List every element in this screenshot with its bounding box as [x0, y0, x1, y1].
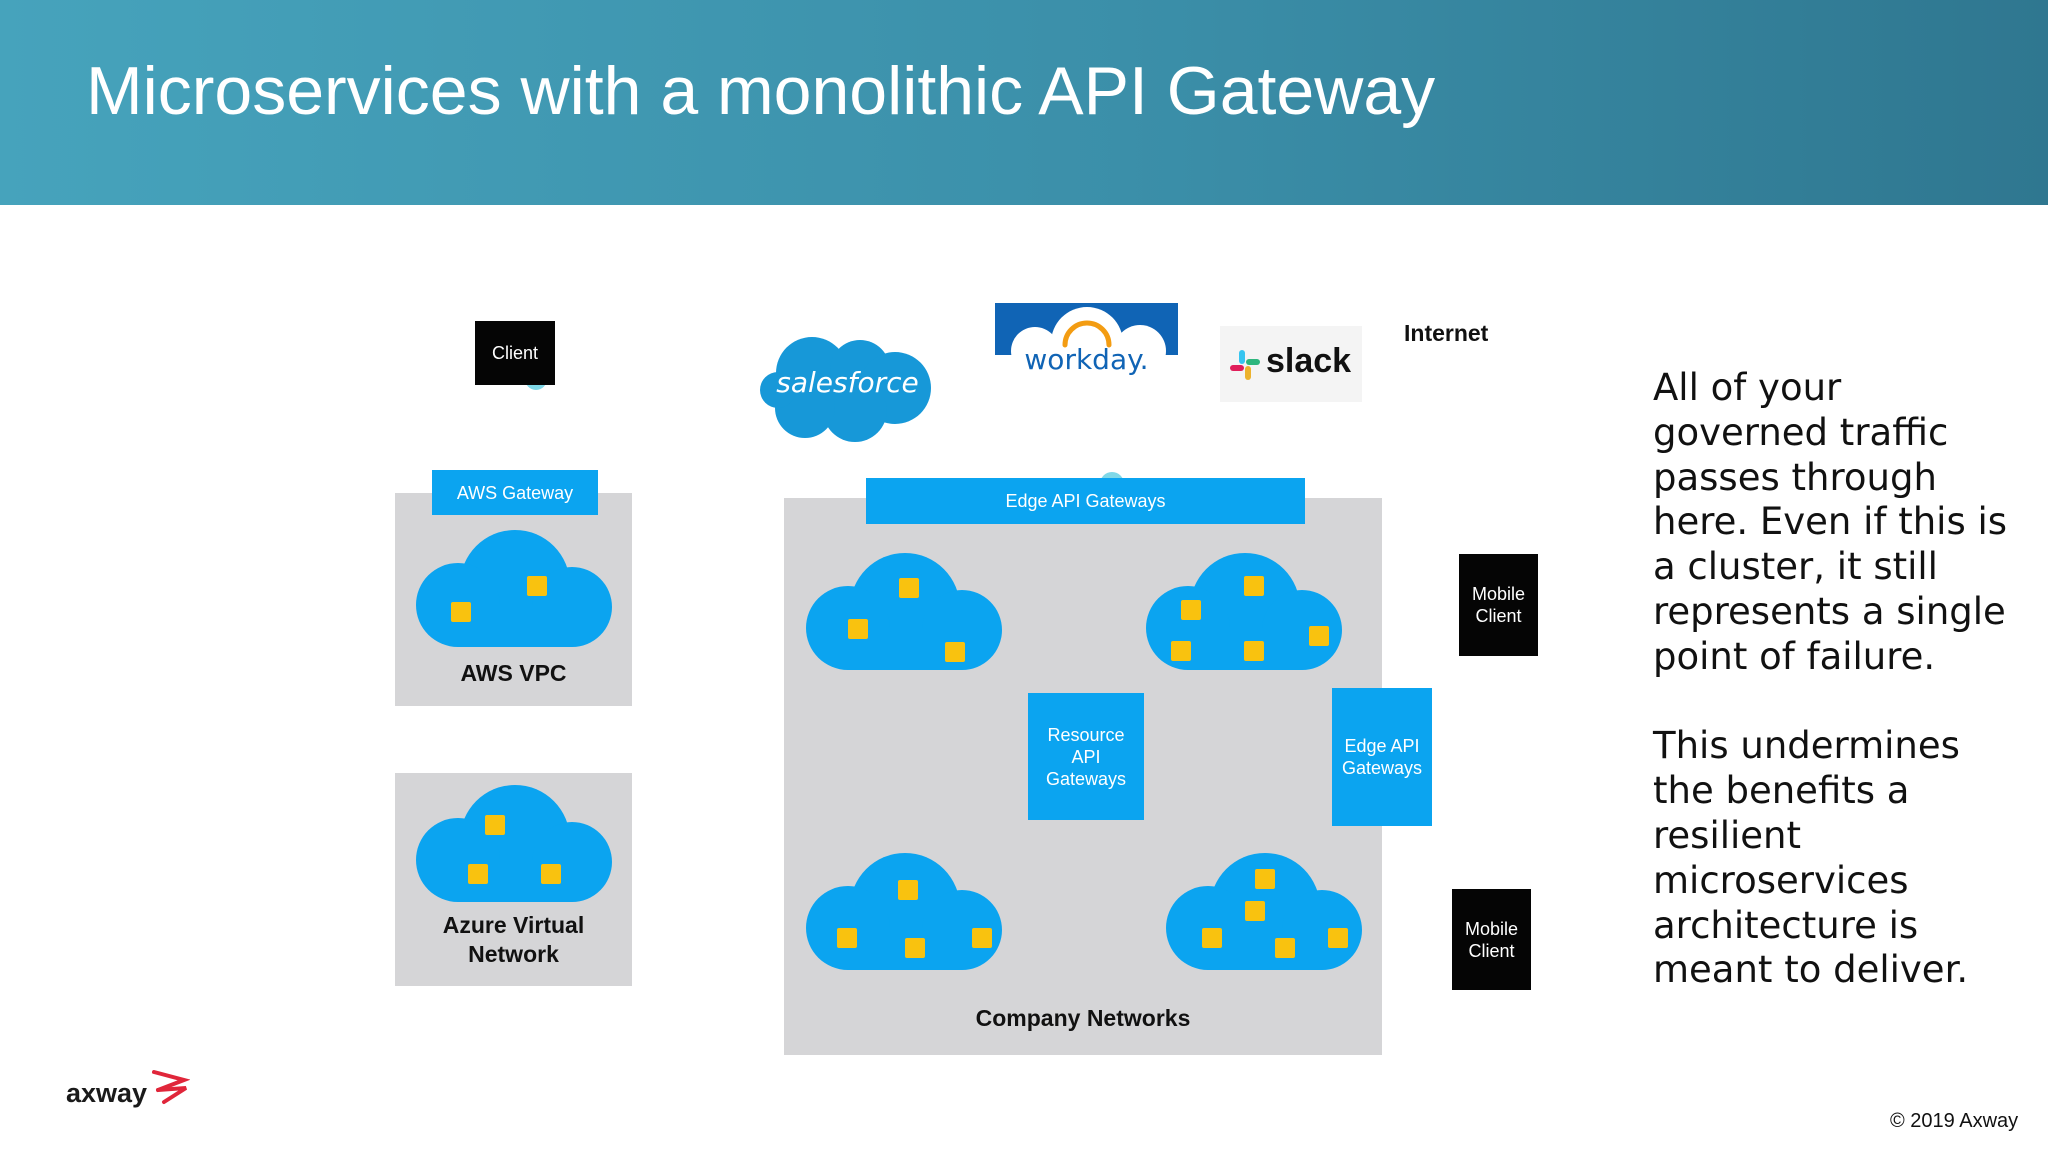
aws-vpc-label: AWS VPC	[460, 660, 567, 686]
client-box: Client	[475, 321, 555, 385]
company-cloud-1	[806, 553, 1002, 670]
edge-api-gateways-top: Edge API Gateways	[866, 478, 1305, 524]
company-cloud-4	[1166, 853, 1362, 970]
azure-zone-label: Azure Virtual Network	[442, 912, 585, 967]
copyright-notice: © 2019 Axway	[1890, 1110, 2019, 1132]
slack-wordmark: slack	[1266, 342, 1352, 380]
workday-wordmark: workday.	[1024, 343, 1149, 376]
side-commentary: All of your governed traffic passes thro…	[1653, 366, 2008, 992]
slack-hash-icon	[1230, 350, 1260, 380]
aws-vpc-cloud	[416, 530, 612, 647]
company-cloud-3	[806, 853, 1002, 970]
azure-cloud	[416, 785, 612, 902]
company-cloud-2	[1146, 553, 1342, 670]
mobile-client-box-2: Mobile Client	[1452, 889, 1531, 990]
internet-label: Internet	[1404, 320, 1489, 346]
company-networks-label: Company Networks	[975, 1005, 1191, 1031]
mobile-client-box-1: Mobile Client	[1459, 554, 1538, 656]
salesforce-logo	[760, 337, 931, 442]
title-banner	[0, 0, 2048, 205]
resource-api-gateways-box: Resource API Gateways	[1028, 693, 1144, 820]
aws-gateway-box: AWS Gateway	[432, 470, 598, 515]
workday-logo: workday.	[995, 303, 1178, 377]
salesforce-wordmark: salesforce	[776, 366, 919, 399]
slack-logo: slack	[1220, 326, 1362, 402]
axway-logo-text: axway	[66, 1078, 148, 1108]
axway-logo-icon	[152, 1070, 190, 1104]
edge-api-gateways-side: Edge API Gateways	[1332, 688, 1432, 826]
slide-title: Microservices with a monolithic API Gate…	[86, 53, 1436, 129]
